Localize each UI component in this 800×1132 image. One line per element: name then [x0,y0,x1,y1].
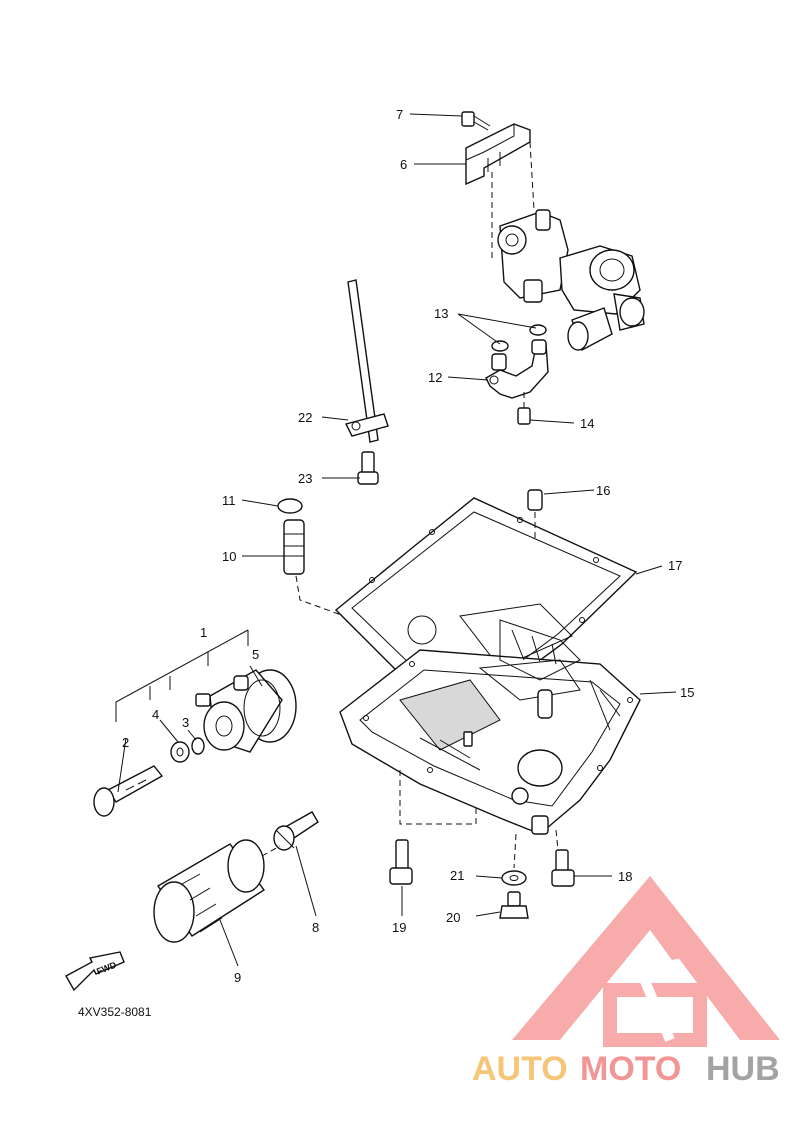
part-18-bolt [551,849,575,887]
leader-lines [117,113,677,967]
part-6-bracket [465,123,535,260]
callout-6: 6 [400,157,407,172]
part-8-union [273,811,319,851]
part-11-o-ring [277,498,303,514]
diagram-part-code: 4XV352-8081 [78,1005,152,1019]
oil-pump-body [497,209,645,352]
watermark-auto: AUTO [472,1050,568,1088]
callout-13: 13 [434,306,448,321]
callout-12: 12 [428,370,442,385]
callout-17: 17 [668,558,682,573]
callout-21: 21 [450,868,464,883]
oil-pump-assembly [461,111,645,425]
part-21-gasket [501,870,527,886]
callout-18: 18 [618,869,632,884]
callout-19: 19 [392,920,406,935]
part-5-oil-cooler [195,669,297,753]
automotohub-logo: AUTO MOTO HUB [472,876,780,1088]
callout-7: 7 [396,107,403,122]
part-12-oil-pipe [485,339,549,399]
callout-16: 16 [596,483,610,498]
watermark-moto: MOTO [580,1050,681,1088]
watermark-hub: HUB [706,1050,780,1088]
leader-1-bracket [115,629,249,722]
fwd-arrow-icon: FWD [65,951,125,992]
callout-9: 9 [234,970,241,985]
callout-3: 3 [182,715,189,730]
callout-15: 15 [680,685,694,700]
part-7-bolt [461,111,491,131]
callout-2: 2 [122,735,129,750]
callout-10: 10 [222,549,236,564]
callout-1: 1 [200,625,207,640]
part-9-oil-filter [153,839,281,943]
part-22-oil-level-pipe [344,279,389,443]
part-16-dowel-pin [527,489,543,540]
part-20-drain-bolt [499,891,529,919]
callout-labels: 7 6 13 12 14 22 23 11 16 10 17 1 5 15 4 … [122,107,694,985]
callout-8: 8 [312,920,319,935]
callout-23: 23 [298,471,312,486]
part-19-bolt [389,839,413,885]
part-3-o-ring [191,737,205,755]
callout-14: 14 [580,416,594,431]
part-23-fitting [357,451,379,485]
part-15-oil-pan [339,619,641,869]
callout-20: 20 [446,910,460,925]
callout-22: 22 [298,410,312,425]
callout-11: 11 [222,493,236,508]
part-14-bolt [517,392,531,425]
callout-4: 4 [152,707,159,722]
callout-5: 5 [252,647,259,662]
part-2-union-bolt [93,765,164,817]
part-4-washer [170,741,190,763]
